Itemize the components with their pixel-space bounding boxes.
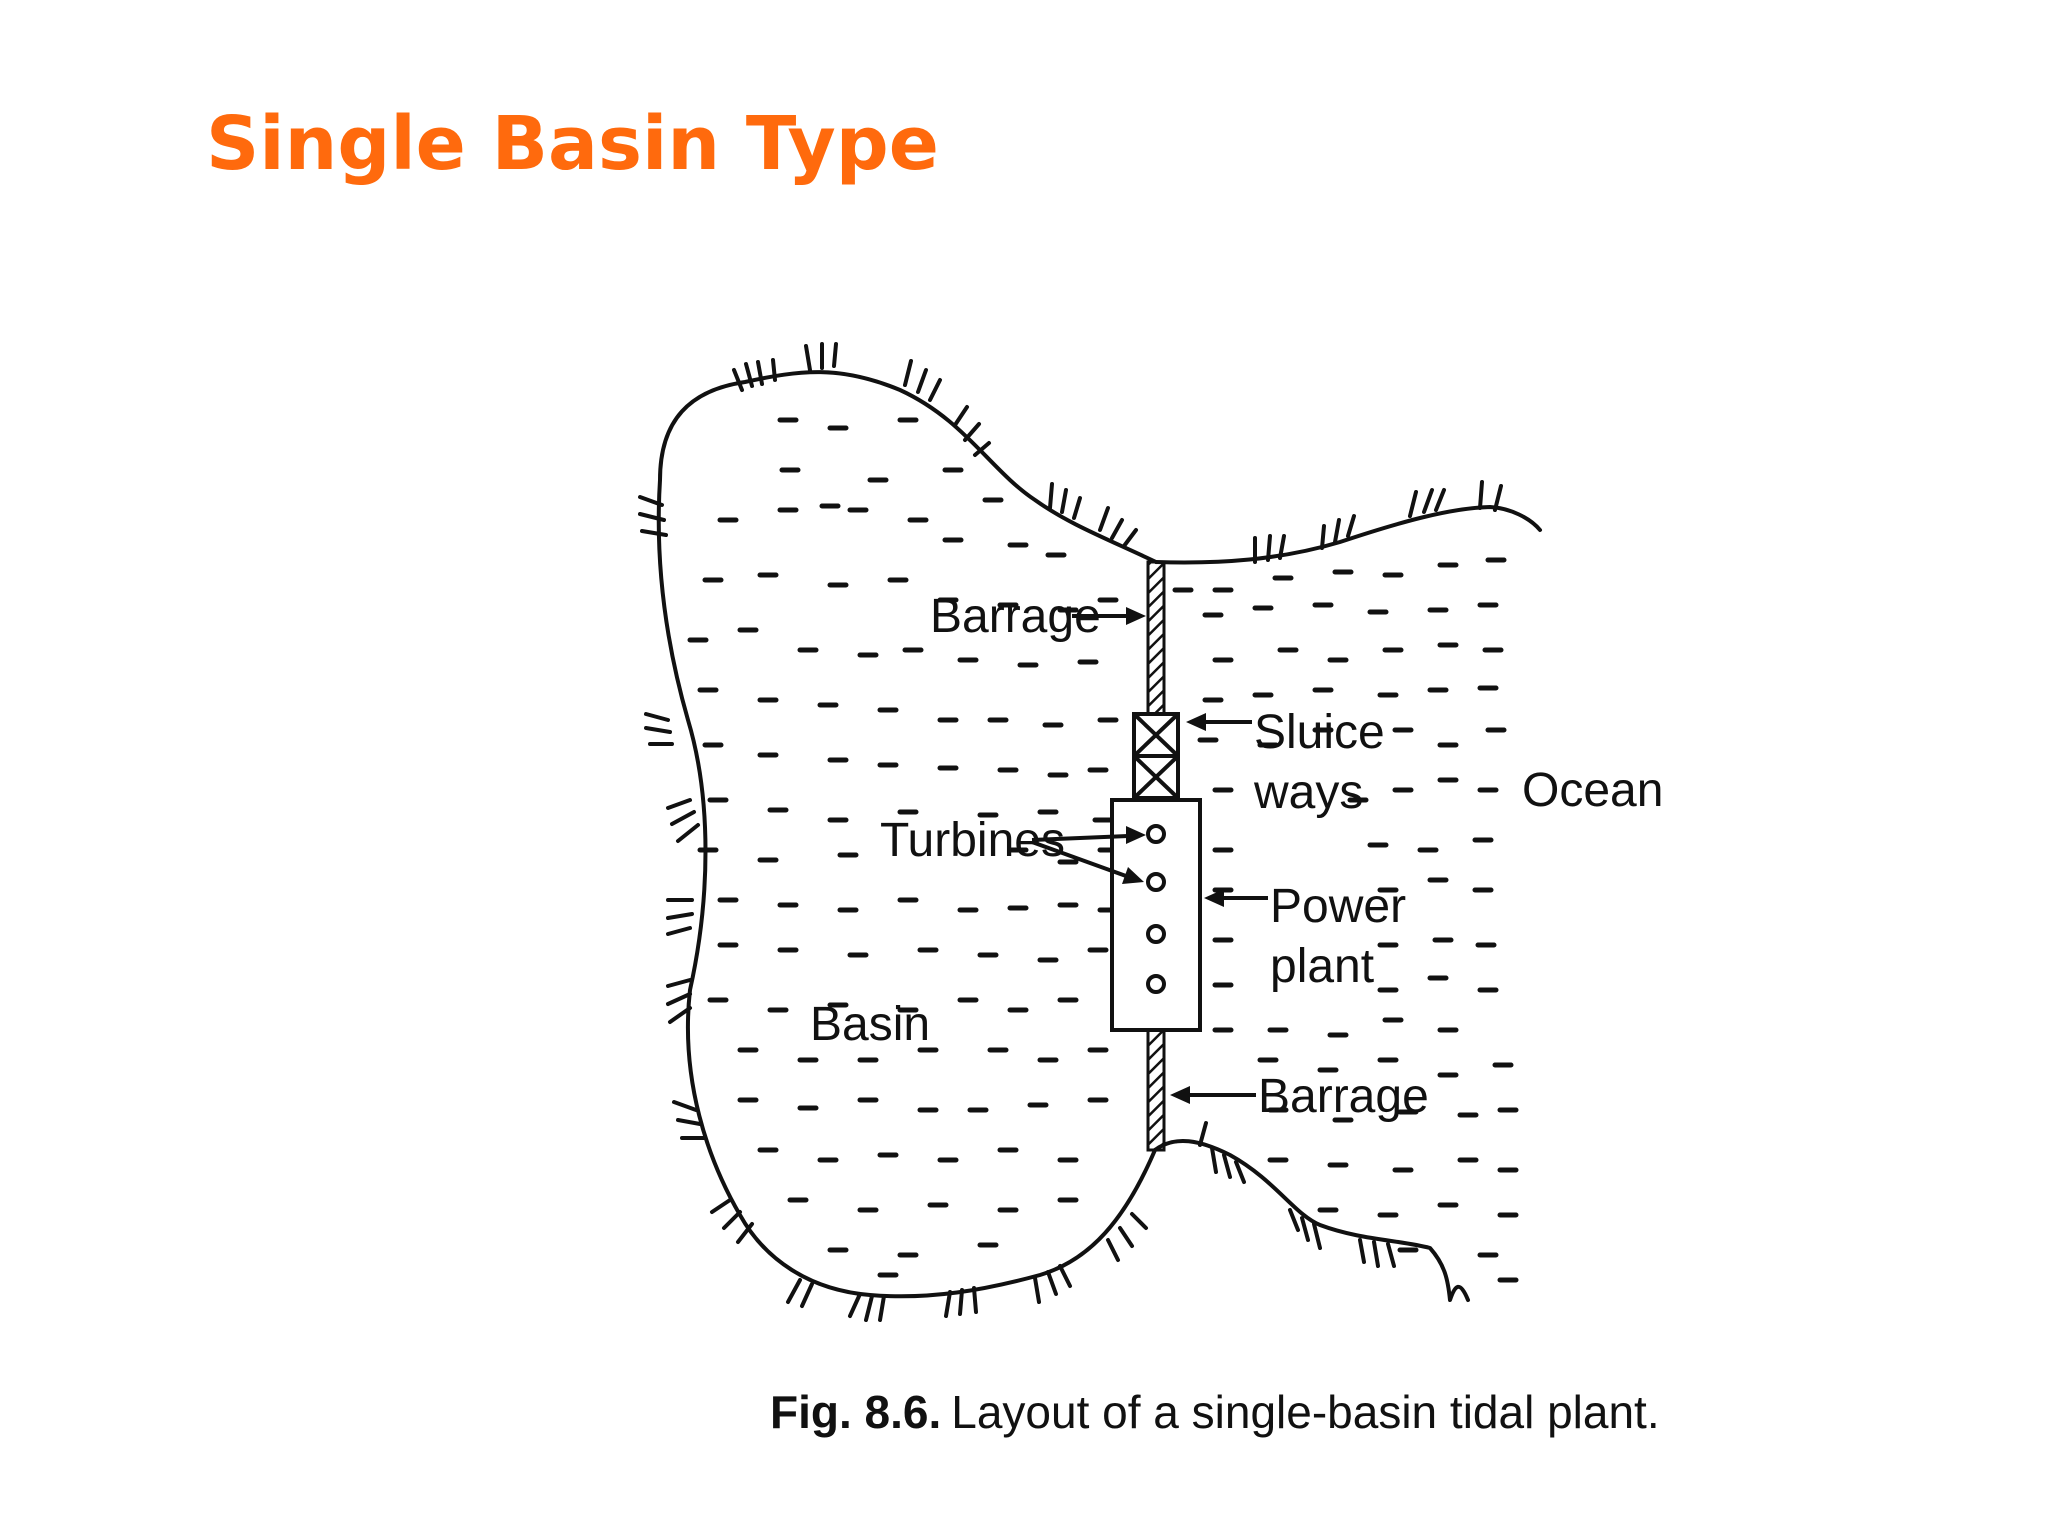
sluice-gates <box>1132 712 1180 800</box>
figure-caption: Fig. 8.6. Layout of a single-basin tidal… <box>770 1386 1660 1438</box>
turbine <box>1146 824 1166 844</box>
caption-text: Layout of a single-basin tidal plant. <box>951 1386 1659 1438</box>
barrage-upper-segment <box>1146 560 1166 716</box>
basin-shoreline <box>656 370 1158 1299</box>
upper-ocean-shoreline <box>1154 505 1542 565</box>
label-ways: ways <box>1253 766 1363 819</box>
grass-tufts <box>638 342 1503 1322</box>
label-turbines: Turbines <box>880 814 1065 867</box>
label-basin: Basin <box>810 998 930 1051</box>
turbine <box>1146 924 1166 944</box>
label-power: Power <box>1270 880 1406 933</box>
label-barrage-bottom: Barrage <box>1258 1070 1429 1123</box>
diagram-labels: Barrage Sluice ways Ocean Turbines Power… <box>810 590 1663 1123</box>
lower-ocean-shoreline <box>1153 1138 1470 1302</box>
slide-title: Single Basin Type <box>206 101 939 187</box>
label-plant: plant <box>1270 940 1374 993</box>
barrage-lower-segment <box>1146 1028 1166 1152</box>
label-ocean: Ocean <box>1522 764 1663 817</box>
basin-water-dashes <box>687 417 1119 1278</box>
ocean-water-dashes <box>1172 557 1519 1283</box>
arrow-turbine-2 <box>1031 840 1127 878</box>
coastline <box>656 370 1542 1302</box>
label-sluice: Sluice <box>1254 706 1385 759</box>
turbine <box>1146 974 1166 994</box>
label-barrage-top: Barrage <box>930 590 1101 643</box>
turbine <box>1146 872 1166 892</box>
arrow-turbine-1 <box>1031 834 1129 842</box>
caption-fig-number: Fig. 8.6. <box>770 1386 941 1438</box>
annotation-arrows <box>1031 607 1268 1104</box>
